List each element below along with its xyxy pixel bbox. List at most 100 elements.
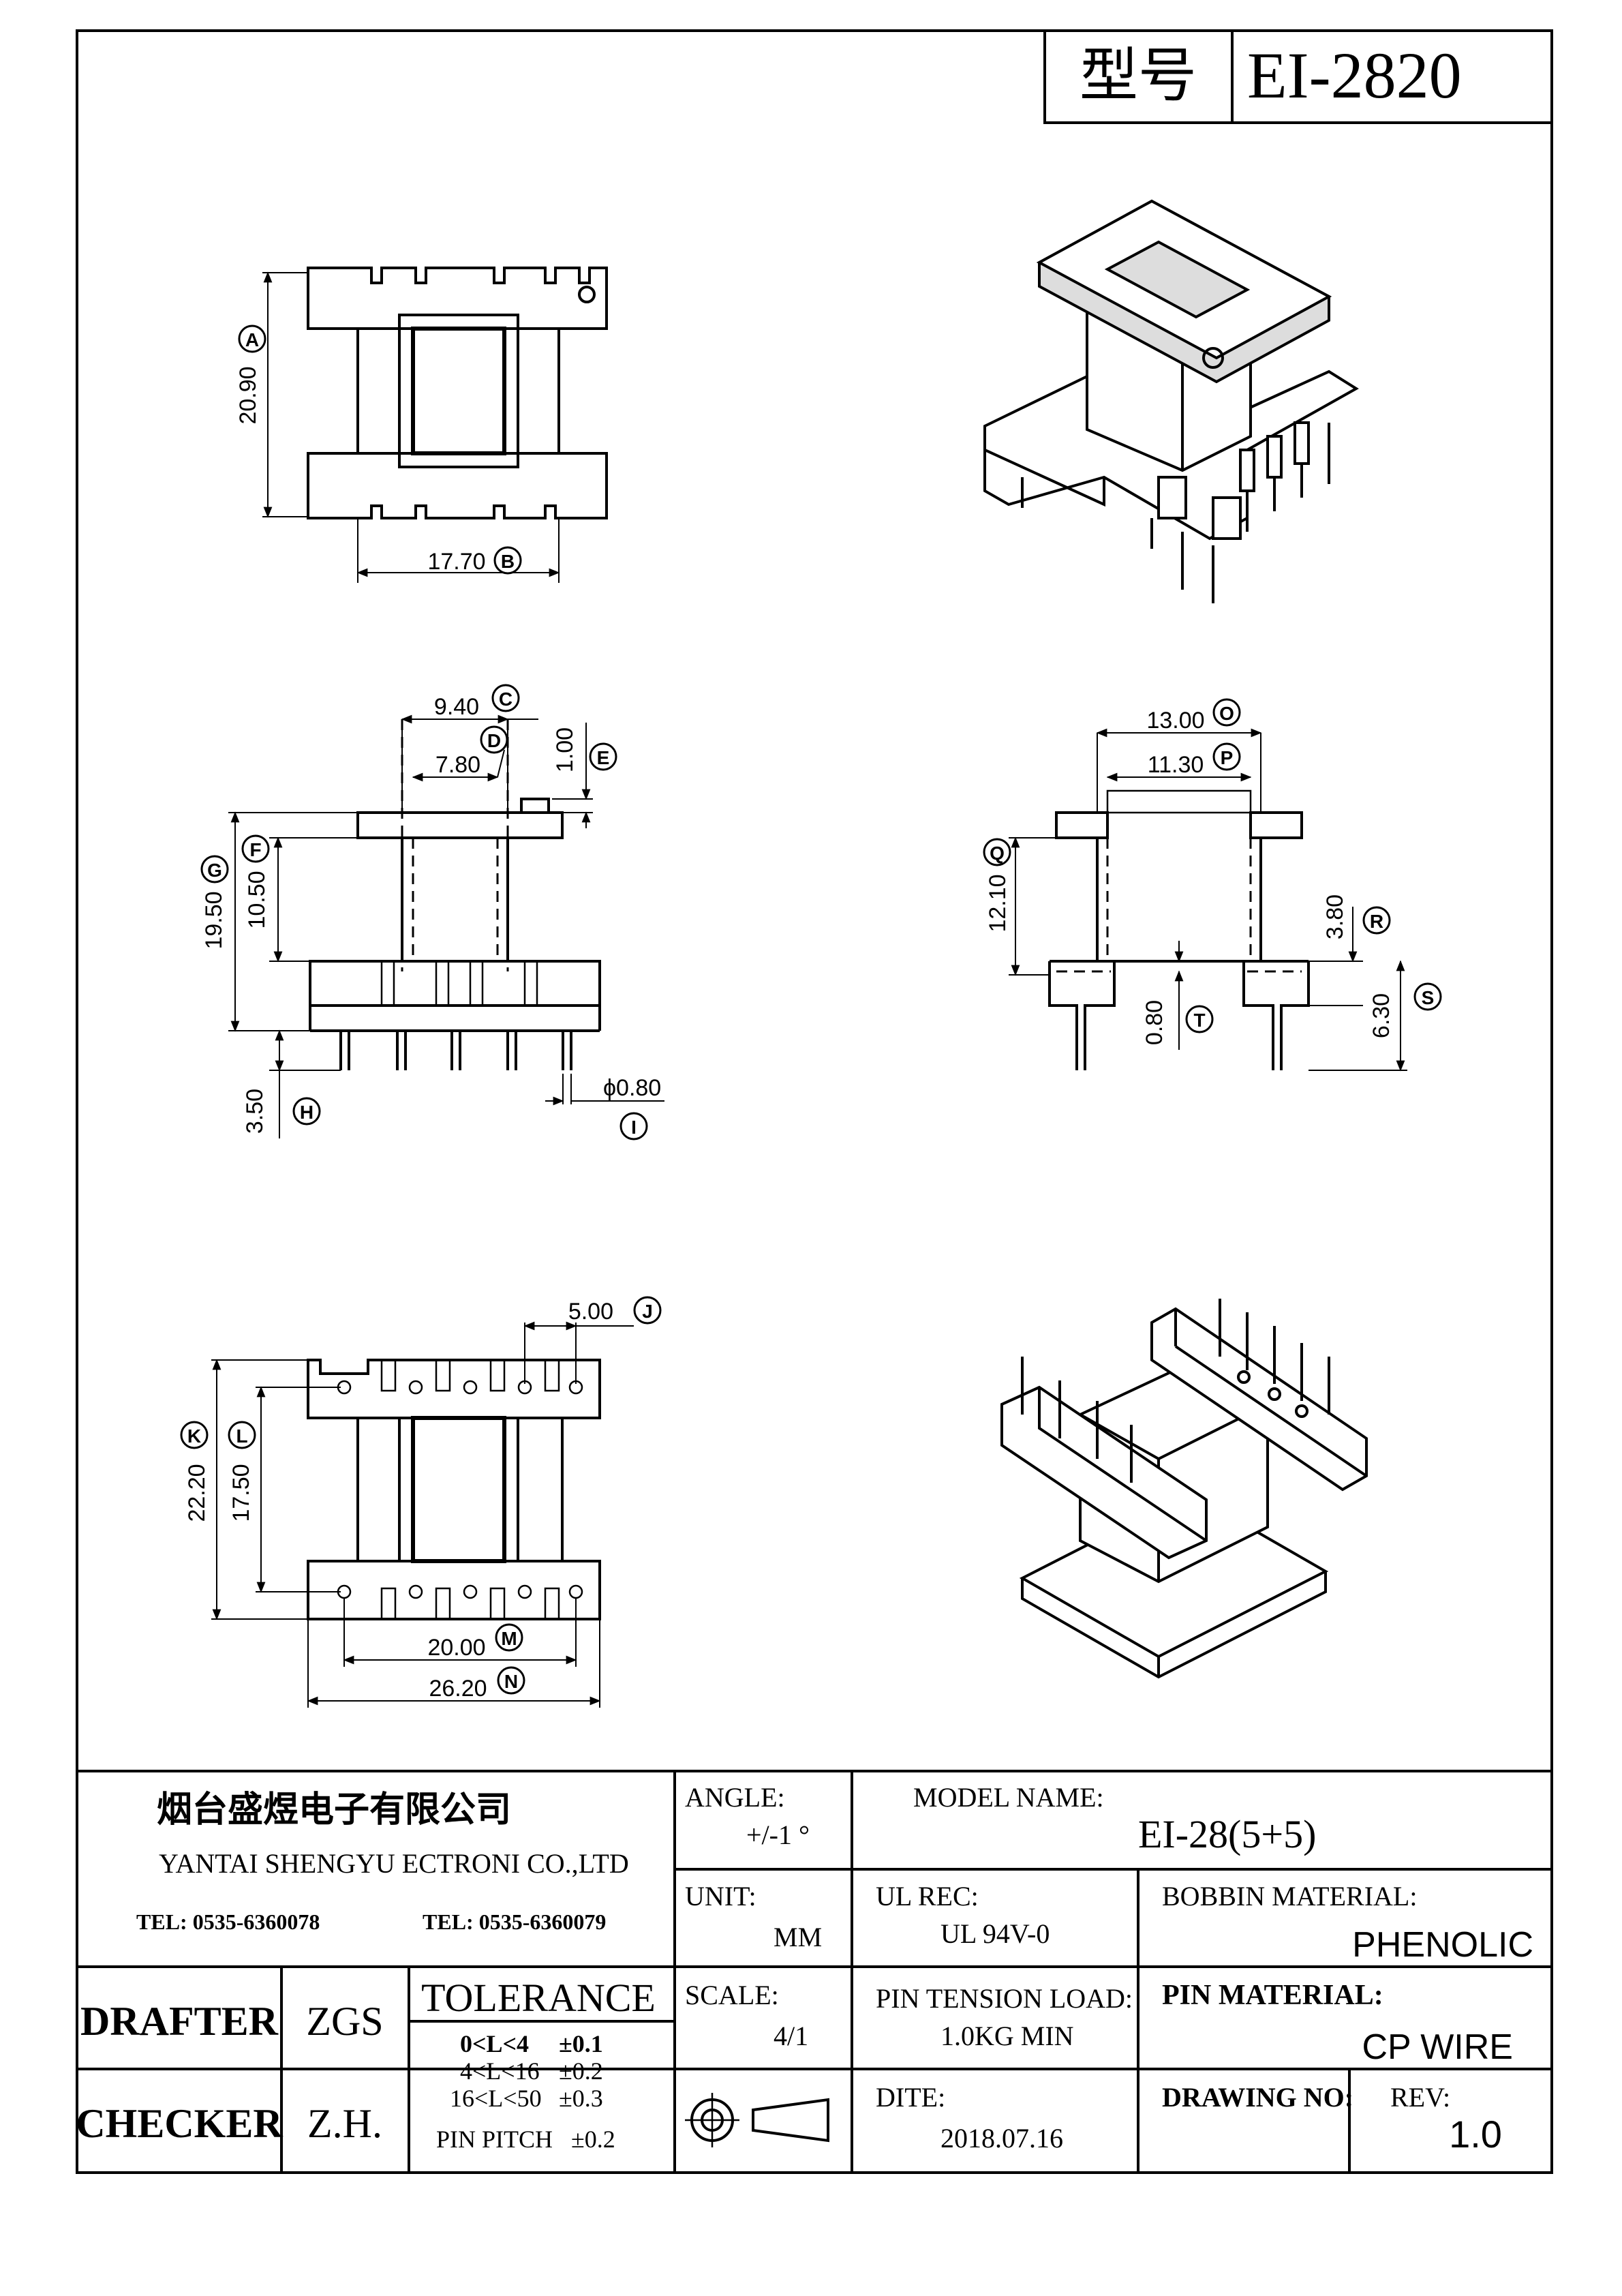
company-name-en: YANTAI SHENGYU ECTRONI CO.,LTD bbox=[159, 1848, 629, 1879]
bobbin-material-value: PHENOLIC bbox=[1352, 1925, 1533, 1965]
tolerance-title: TOLERANCE bbox=[421, 1976, 656, 2020]
sheet-border bbox=[76, 29, 1553, 2174]
checker-value: Z.H. bbox=[307, 2101, 382, 2146]
tolerance-value-4: ±0.2 bbox=[571, 2126, 615, 2153]
dim-a-value: 20.90 bbox=[235, 366, 261, 424]
iso-view-bottom bbox=[1000, 1299, 1368, 1679]
bottom-view bbox=[211, 1321, 634, 1708]
tel-1: TEL: 0535-6360078 bbox=[136, 1909, 320, 1934]
dim-j-tag: J bbox=[633, 1296, 662, 1325]
top-view bbox=[262, 267, 608, 583]
svg-text:L: L bbox=[236, 1425, 247, 1447]
pin-material-label: PIN MATERIAL: bbox=[1162, 1980, 1383, 2011]
dim-m-value: 20.00 bbox=[427, 1635, 485, 1661]
dimension-labels: 20.90 A 17.70 B 9.40 C 7.80 D 1.00 E 10.… bbox=[180, 324, 1442, 1702]
dim-n-value: 26.20 bbox=[429, 1676, 487, 1702]
dim-a-tag: A bbox=[238, 324, 266, 353]
dim-t-value: 0.80 bbox=[1142, 1000, 1167, 1045]
svg-text:N: N bbox=[504, 1671, 518, 1692]
drafter-value: ZGS bbox=[306, 1999, 383, 2044]
tolerance-value-2: ±0.2 bbox=[559, 2057, 603, 2085]
dim-d-value: 7.80 bbox=[435, 752, 480, 778]
dim-q-value: 12.10 bbox=[985, 874, 1011, 932]
unit-value: MM bbox=[774, 1922, 822, 1952]
svg-text:P: P bbox=[1221, 747, 1234, 768]
svg-text:C: C bbox=[499, 689, 512, 710]
ul-value: UL 94V-0 bbox=[940, 1918, 1050, 1949]
model-value: EI-2820 bbox=[1247, 39, 1462, 112]
side-view bbox=[1009, 728, 1407, 1072]
dim-s-tag: S bbox=[1413, 982, 1442, 1011]
tolerance-value-1: ±0.1 bbox=[559, 2030, 603, 2057]
drawing-no-label: DRAWING NO: bbox=[1162, 2082, 1353, 2113]
tolerance-value-3: ±0.3 bbox=[559, 2085, 603, 2112]
front-view bbox=[228, 714, 664, 1138]
ul-label: UL REC: bbox=[876, 1881, 979, 1912]
dim-b-value: 17.70 bbox=[427, 549, 485, 575]
dim-d-tag: D bbox=[480, 725, 508, 754]
svg-text:T: T bbox=[1193, 1010, 1205, 1031]
dim-c-value: 9.40 bbox=[434, 694, 479, 720]
dim-j-value: 5.00 bbox=[568, 1299, 613, 1325]
svg-text:E: E bbox=[597, 747, 610, 768]
dim-o-tag: O bbox=[1212, 698, 1241, 727]
iso-view-top bbox=[983, 199, 1359, 603]
dim-r-value: 3.80 bbox=[1322, 894, 1348, 939]
dim-i-value: ϕ0.80 bbox=[603, 1075, 661, 1101]
pin-material-value: CP WIRE bbox=[1362, 2027, 1513, 2067]
dim-f-tag: F bbox=[241, 834, 270, 863]
svg-text:M: M bbox=[501, 1628, 517, 1649]
dim-e-tag: E bbox=[589, 742, 617, 771]
rev-value: 1.0 bbox=[1449, 2113, 1502, 2156]
svg-text:G: G bbox=[207, 860, 222, 881]
dim-g-value: 19.50 bbox=[201, 891, 227, 949]
dim-c-tag: C bbox=[491, 684, 520, 712]
dim-t-tag: T bbox=[1185, 1005, 1214, 1033]
dim-l-value: 17.50 bbox=[228, 1464, 254, 1522]
svg-text:I: I bbox=[631, 1117, 637, 1138]
dim-r-tag: R bbox=[1362, 906, 1391, 935]
pin-tension-value: 1.0KG MIN bbox=[940, 2021, 1074, 2051]
dim-q-tag: Q bbox=[983, 838, 1011, 866]
company-name-cn: 烟台盛煜电子有限公司 bbox=[157, 1790, 511, 1830]
dim-e-value: 1.00 bbox=[552, 727, 578, 772]
dim-p-value: 11.30 bbox=[1148, 752, 1204, 778]
model-name-value: EI-28(5+5) bbox=[1138, 1812, 1316, 1856]
dim-l-tag: L bbox=[228, 1421, 256, 1449]
scale-label: SCALE: bbox=[685, 1980, 779, 2010]
angle-label: ANGLE: bbox=[685, 1782, 785, 1813]
svg-text:O: O bbox=[1219, 703, 1234, 724]
svg-text:S: S bbox=[1422, 987, 1435, 1008]
svg-text:Q: Q bbox=[990, 843, 1005, 864]
dim-h-value: 3.50 bbox=[242, 1089, 268, 1134]
dim-k-value: 22.20 bbox=[184, 1464, 210, 1522]
tolerance-range-1: 0<L<4 bbox=[460, 2030, 529, 2057]
dim-h-tag: H bbox=[292, 1097, 321, 1126]
svg-text:B: B bbox=[501, 551, 515, 572]
svg-text:F: F bbox=[249, 839, 261, 860]
svg-text:D: D bbox=[487, 730, 501, 751]
title-block: 烟台盛煜电子有限公司 YANTAI SHENGYU ECTRONI CO.,LT… bbox=[76, 1770, 1552, 2173]
svg-text:J: J bbox=[642, 1301, 653, 1322]
svg-text:K: K bbox=[187, 1425, 201, 1447]
dim-m-tag: M bbox=[495, 1623, 523, 1652]
tolerance-range-2: 4<L<16 bbox=[460, 2057, 540, 2085]
unit-label: UNIT: bbox=[685, 1881, 756, 1912]
dim-s-value: 6.30 bbox=[1368, 993, 1394, 1038]
dim-i-tag: I bbox=[619, 1112, 648, 1141]
dim-n-tag: N bbox=[497, 1666, 525, 1695]
drafter-label: DRAFTER bbox=[80, 1999, 279, 2044]
dim-f-value: 10.50 bbox=[244, 871, 270, 928]
date-value: 2018.07.16 bbox=[940, 2123, 1063, 2154]
scale-value: 4/1 bbox=[774, 2021, 808, 2051]
tolerance-range-4: PIN PITCH bbox=[436, 2126, 553, 2153]
tolerance-range-3: 16<L<50 bbox=[450, 2085, 542, 2112]
rev-label: REV: bbox=[1390, 2082, 1450, 2113]
dim-k-tag: K bbox=[180, 1421, 209, 1449]
dim-p-tag: P bbox=[1212, 742, 1241, 771]
model-name-label: MODEL NAME: bbox=[913, 1782, 1104, 1813]
date-label: DITE: bbox=[876, 2082, 945, 2113]
dim-b-tag: B bbox=[493, 546, 522, 575]
bobbin-material-label: BOBBIN MATERIAL: bbox=[1162, 1881, 1417, 1912]
